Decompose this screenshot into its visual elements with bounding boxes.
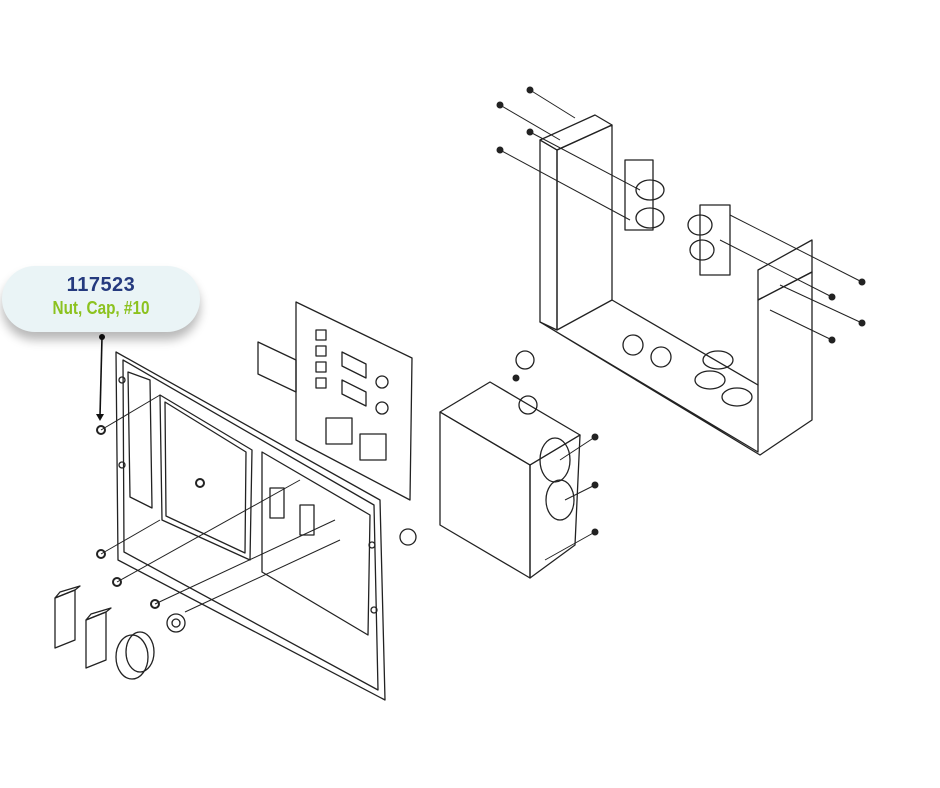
membrane-panel (257, 301, 413, 501)
switches-and-knob (54, 528, 417, 680)
enclosure-box (539, 114, 813, 456)
control-module (439, 350, 581, 579)
part-description: Nut, Cap, #10 (52, 298, 150, 318)
fasteners (96, 86, 866, 613)
part-callout-bubble: 117523 Nut, Cap, #10 (2, 266, 200, 332)
callout-leader (96, 334, 105, 421)
part-number: 117523 (66, 274, 136, 296)
front-panel (115, 351, 386, 701)
